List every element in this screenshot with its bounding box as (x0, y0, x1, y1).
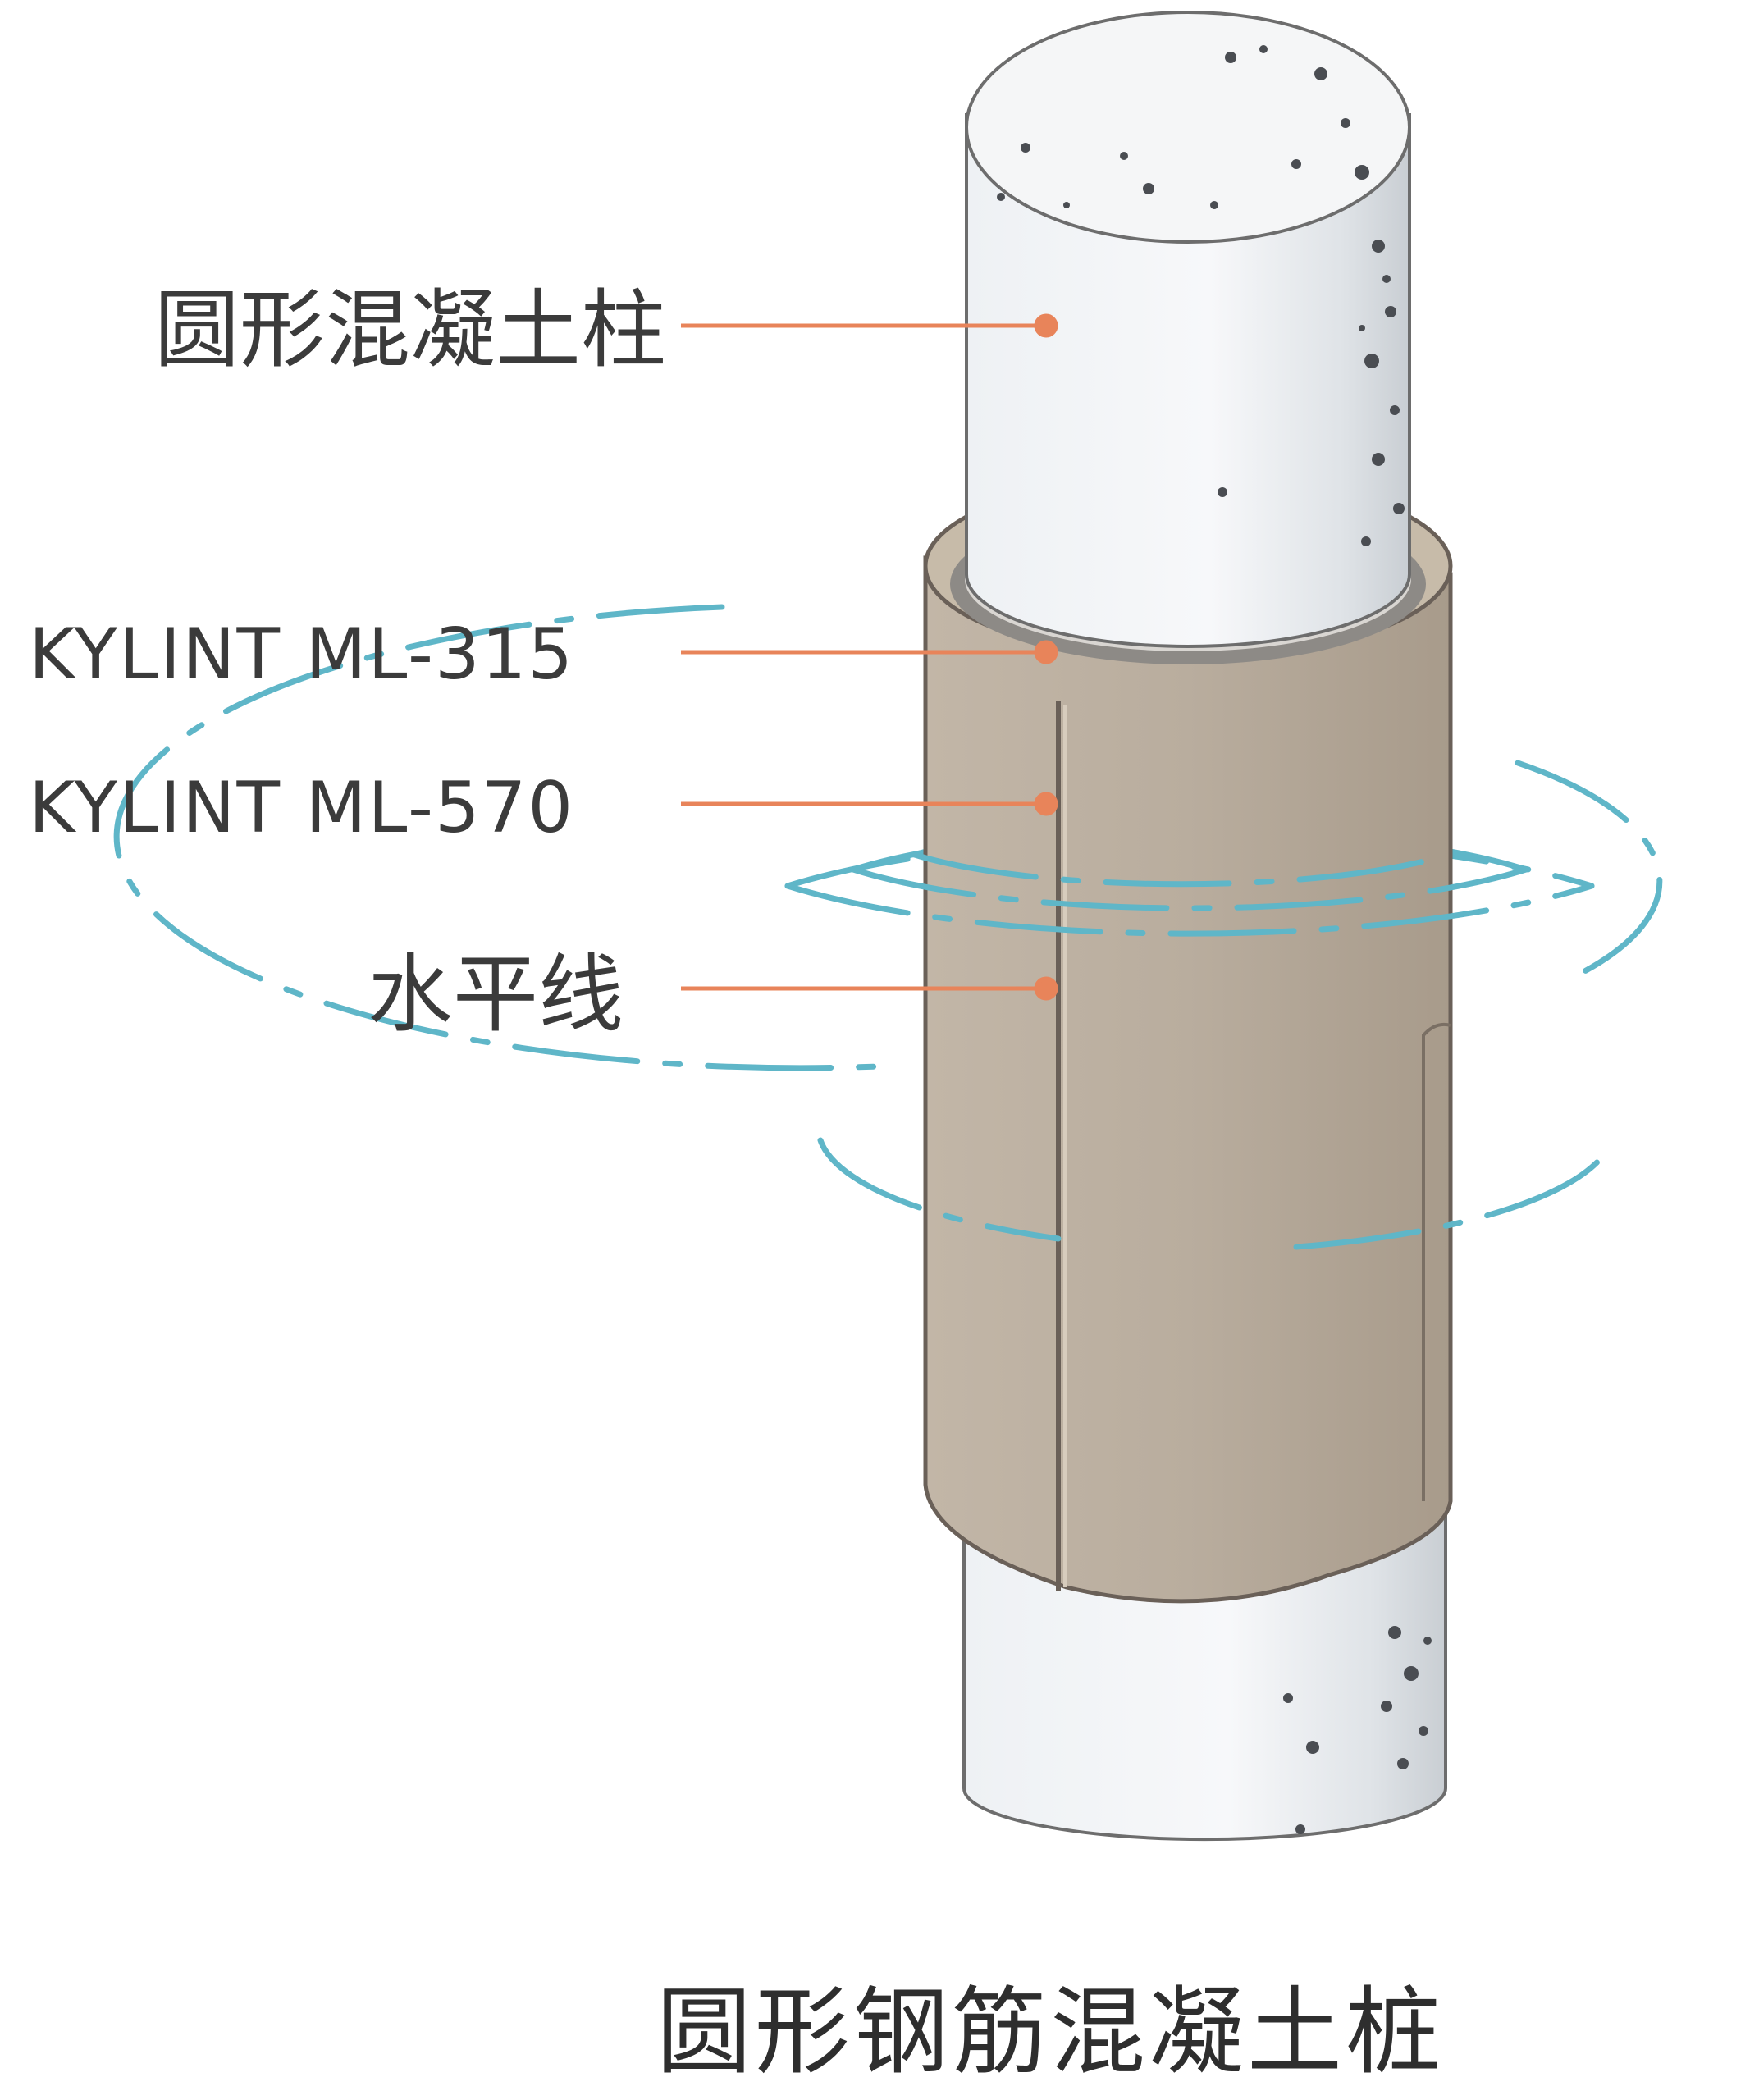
column-top (965, 11, 1411, 648)
label-primer: KYLINT ML-315 (29, 614, 575, 696)
leader-lines (681, 313, 1058, 1001)
label-pile: 圆形混凝土柱 (154, 280, 667, 380)
label-waterline: 水平线 (368, 944, 624, 1044)
diagram-caption: 圆形钢筋混凝土桩 (656, 1977, 1444, 2088)
label-wrap: KYLINT ML-570 (29, 767, 575, 849)
water-waves-front (113, 604, 1663, 1250)
concrete-texture (997, 45, 1432, 1834)
